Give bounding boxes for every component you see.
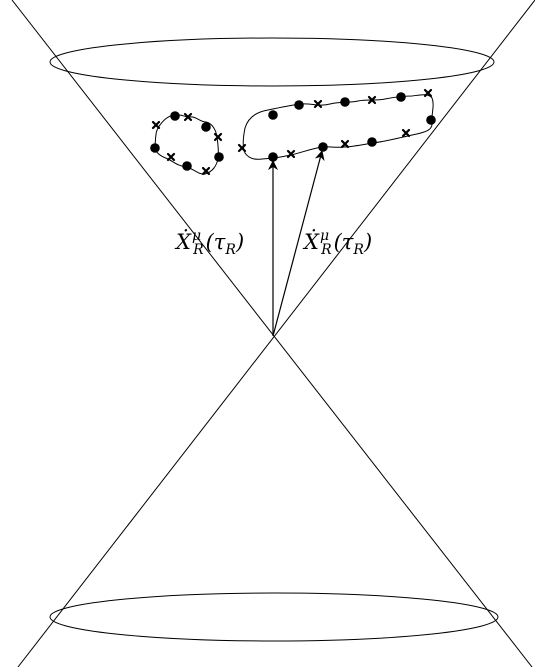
dot [170,111,180,121]
cross [166,152,176,162]
right-vector-subscript: R [320,242,332,258]
dot [340,97,350,107]
cross [340,139,350,149]
dot [268,110,278,120]
cross [237,143,247,153]
dot [367,137,377,147]
cone-line-ascending [17,0,535,667]
cross [213,132,223,142]
cross [401,128,411,138]
dot [396,92,406,102]
top-ellipse [49,37,495,87]
cone-line-descending [11,0,533,667]
small-loop-crosses [151,112,223,176]
cross [286,149,296,159]
cross [423,88,433,98]
tilted-velocity-arrow [272,150,325,337]
cross [151,120,161,130]
right-vector-close: ) [363,230,372,254]
right-vector-superscript: μ [320,228,329,244]
dot [214,152,224,162]
large-loop-crosses [237,88,433,159]
cross [313,99,323,109]
left-vector-close: ) [235,230,244,254]
right-vector-argument-subscript: R [352,242,364,258]
left-vector-symbol: Ẋ [174,230,192,254]
cross [201,166,211,176]
dot [294,100,304,110]
bottom-ellipse [49,592,499,642]
dot [268,152,278,162]
right-vector-symbol: Ẋ [302,230,320,254]
dot [201,122,211,132]
large-loop [242,94,434,160]
cross [183,112,193,122]
left-vector-argument: (τ [206,230,226,254]
dot [182,161,192,171]
small-loop-dots [150,111,224,171]
large-loop-dots [268,92,436,162]
dot [150,143,160,153]
left-vector-subscript: R [192,242,204,258]
right-vector-argument: (τ [334,230,354,254]
dot [426,115,436,125]
cross [367,95,377,105]
dot [318,142,328,152]
left-vector-argument-subscript: R [224,242,236,258]
left-vector-superscript: μ [192,228,201,244]
